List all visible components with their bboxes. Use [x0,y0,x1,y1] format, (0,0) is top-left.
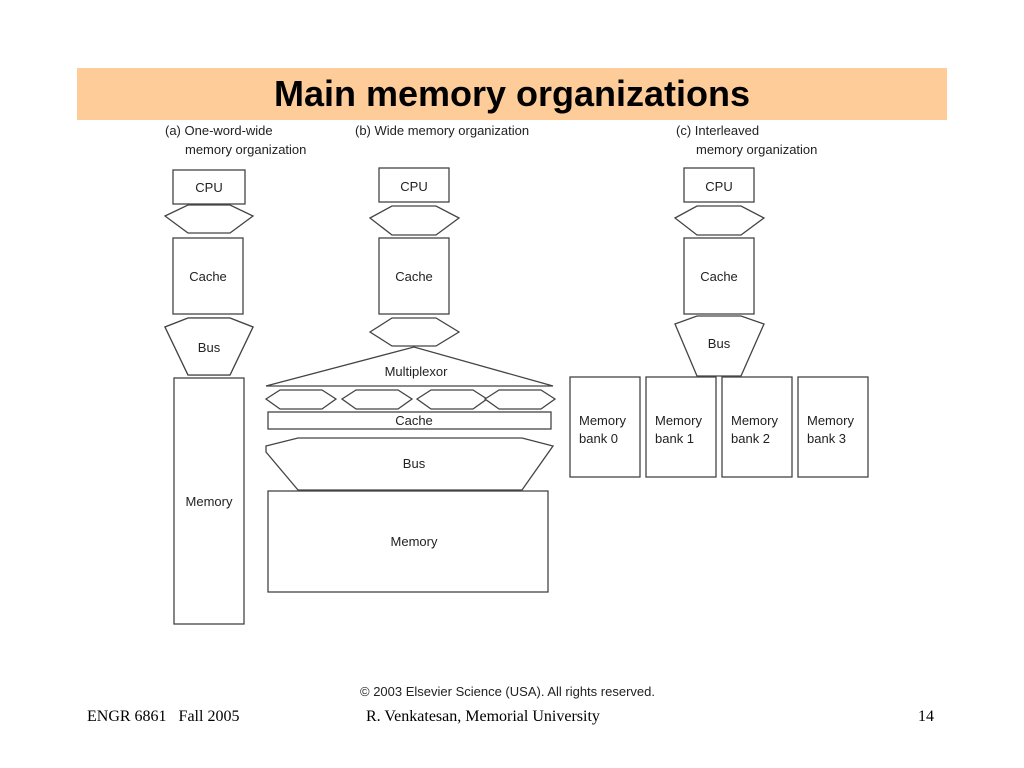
bus-label-b: Bus [403,456,426,471]
cache-label-c: Cache [700,269,738,284]
mux-link-0-b [264,389,338,410]
memory-bank-0-line1: Memory [579,413,626,428]
memory-bank-3-line1: Memory [807,413,854,428]
panel-b: (b) Wide memory organization CPU Cache M… [264,123,557,593]
caption-c-line1: (c) Interleaved [676,123,759,138]
caption-b-line1: (b) Wide memory organization [355,123,529,138]
memory-label-b: Memory [391,534,438,549]
panel-c: (c) Interleaved memory organization CPU … [569,123,869,478]
caption-a-line1: (a) One-word-wide [165,123,273,138]
memory-bank-1-box [645,376,717,478]
mux-link-2-b [415,389,489,410]
connector-cpu-cache-a [163,204,255,234]
cache-box-c [683,237,755,315]
memory-label-a: Memory [186,494,233,509]
bus-label-a: Bus [198,340,221,355]
cpu-label-c: CPU [705,179,732,194]
footer-course: ENGR 6861 Fall 2005 [87,708,240,725]
copyright-notice: © 2003 Elsevier Science (USA). All right… [360,684,655,699]
wide-cache-label-b: Cache [395,413,433,428]
memory-bank-0-box [569,376,641,478]
cache-box-b [378,237,450,315]
memory-bank-1-line1: Memory [655,413,702,428]
panel-a: (a) One-word-wide memory organization CP… [163,123,306,625]
footer-page-number: 14 [918,708,934,725]
cpu-box-c [683,167,755,203]
connector-cache-mux-b [368,317,461,347]
mux-link-3-b [483,389,557,410]
memory-bank-2-box [721,376,793,478]
bus-shape-c [674,315,765,377]
multiplexor-label-b: Multiplexor [385,364,449,379]
wide-cache-box-b [267,411,552,430]
bus-label-c: Bus [708,336,731,351]
slide-title: Main memory organizations [273,73,751,114]
bus-outline-a [164,317,254,376]
cpu-box-b [378,167,450,203]
memory-bank-2-line1: Memory [731,413,778,428]
memory-box-a [173,377,245,625]
memory-bank-0-line2: bank 0 [579,431,618,446]
bus-shape-b [265,437,555,491]
memory-box-b [267,490,549,593]
cpu-label-a: CPU [195,180,222,195]
connector-cpu-cache-c [673,205,766,236]
cache-box-a [172,237,244,315]
caption-a-line2: memory organization [185,142,306,157]
mux-link-1-b [340,389,414,410]
title-bar [77,68,947,120]
caption-c-line2: memory organization [696,142,817,157]
memory-bank-3-line2: bank 3 [807,431,846,446]
cache-label-a: Cache [189,269,227,284]
connector-cpu-cache-b [368,205,461,236]
cpu-box-a [172,169,246,205]
cache-label-b: Cache [395,269,433,284]
footer-author: R. Venkatesan, Memorial University [366,708,600,725]
memory-bank-1-line2: bank 1 [655,431,694,446]
multiplexor-shape-b [265,346,554,387]
memory-bank-3-box [797,376,869,478]
memory-bank-2-line2: bank 2 [731,431,770,446]
cpu-label-b: CPU [400,179,427,194]
